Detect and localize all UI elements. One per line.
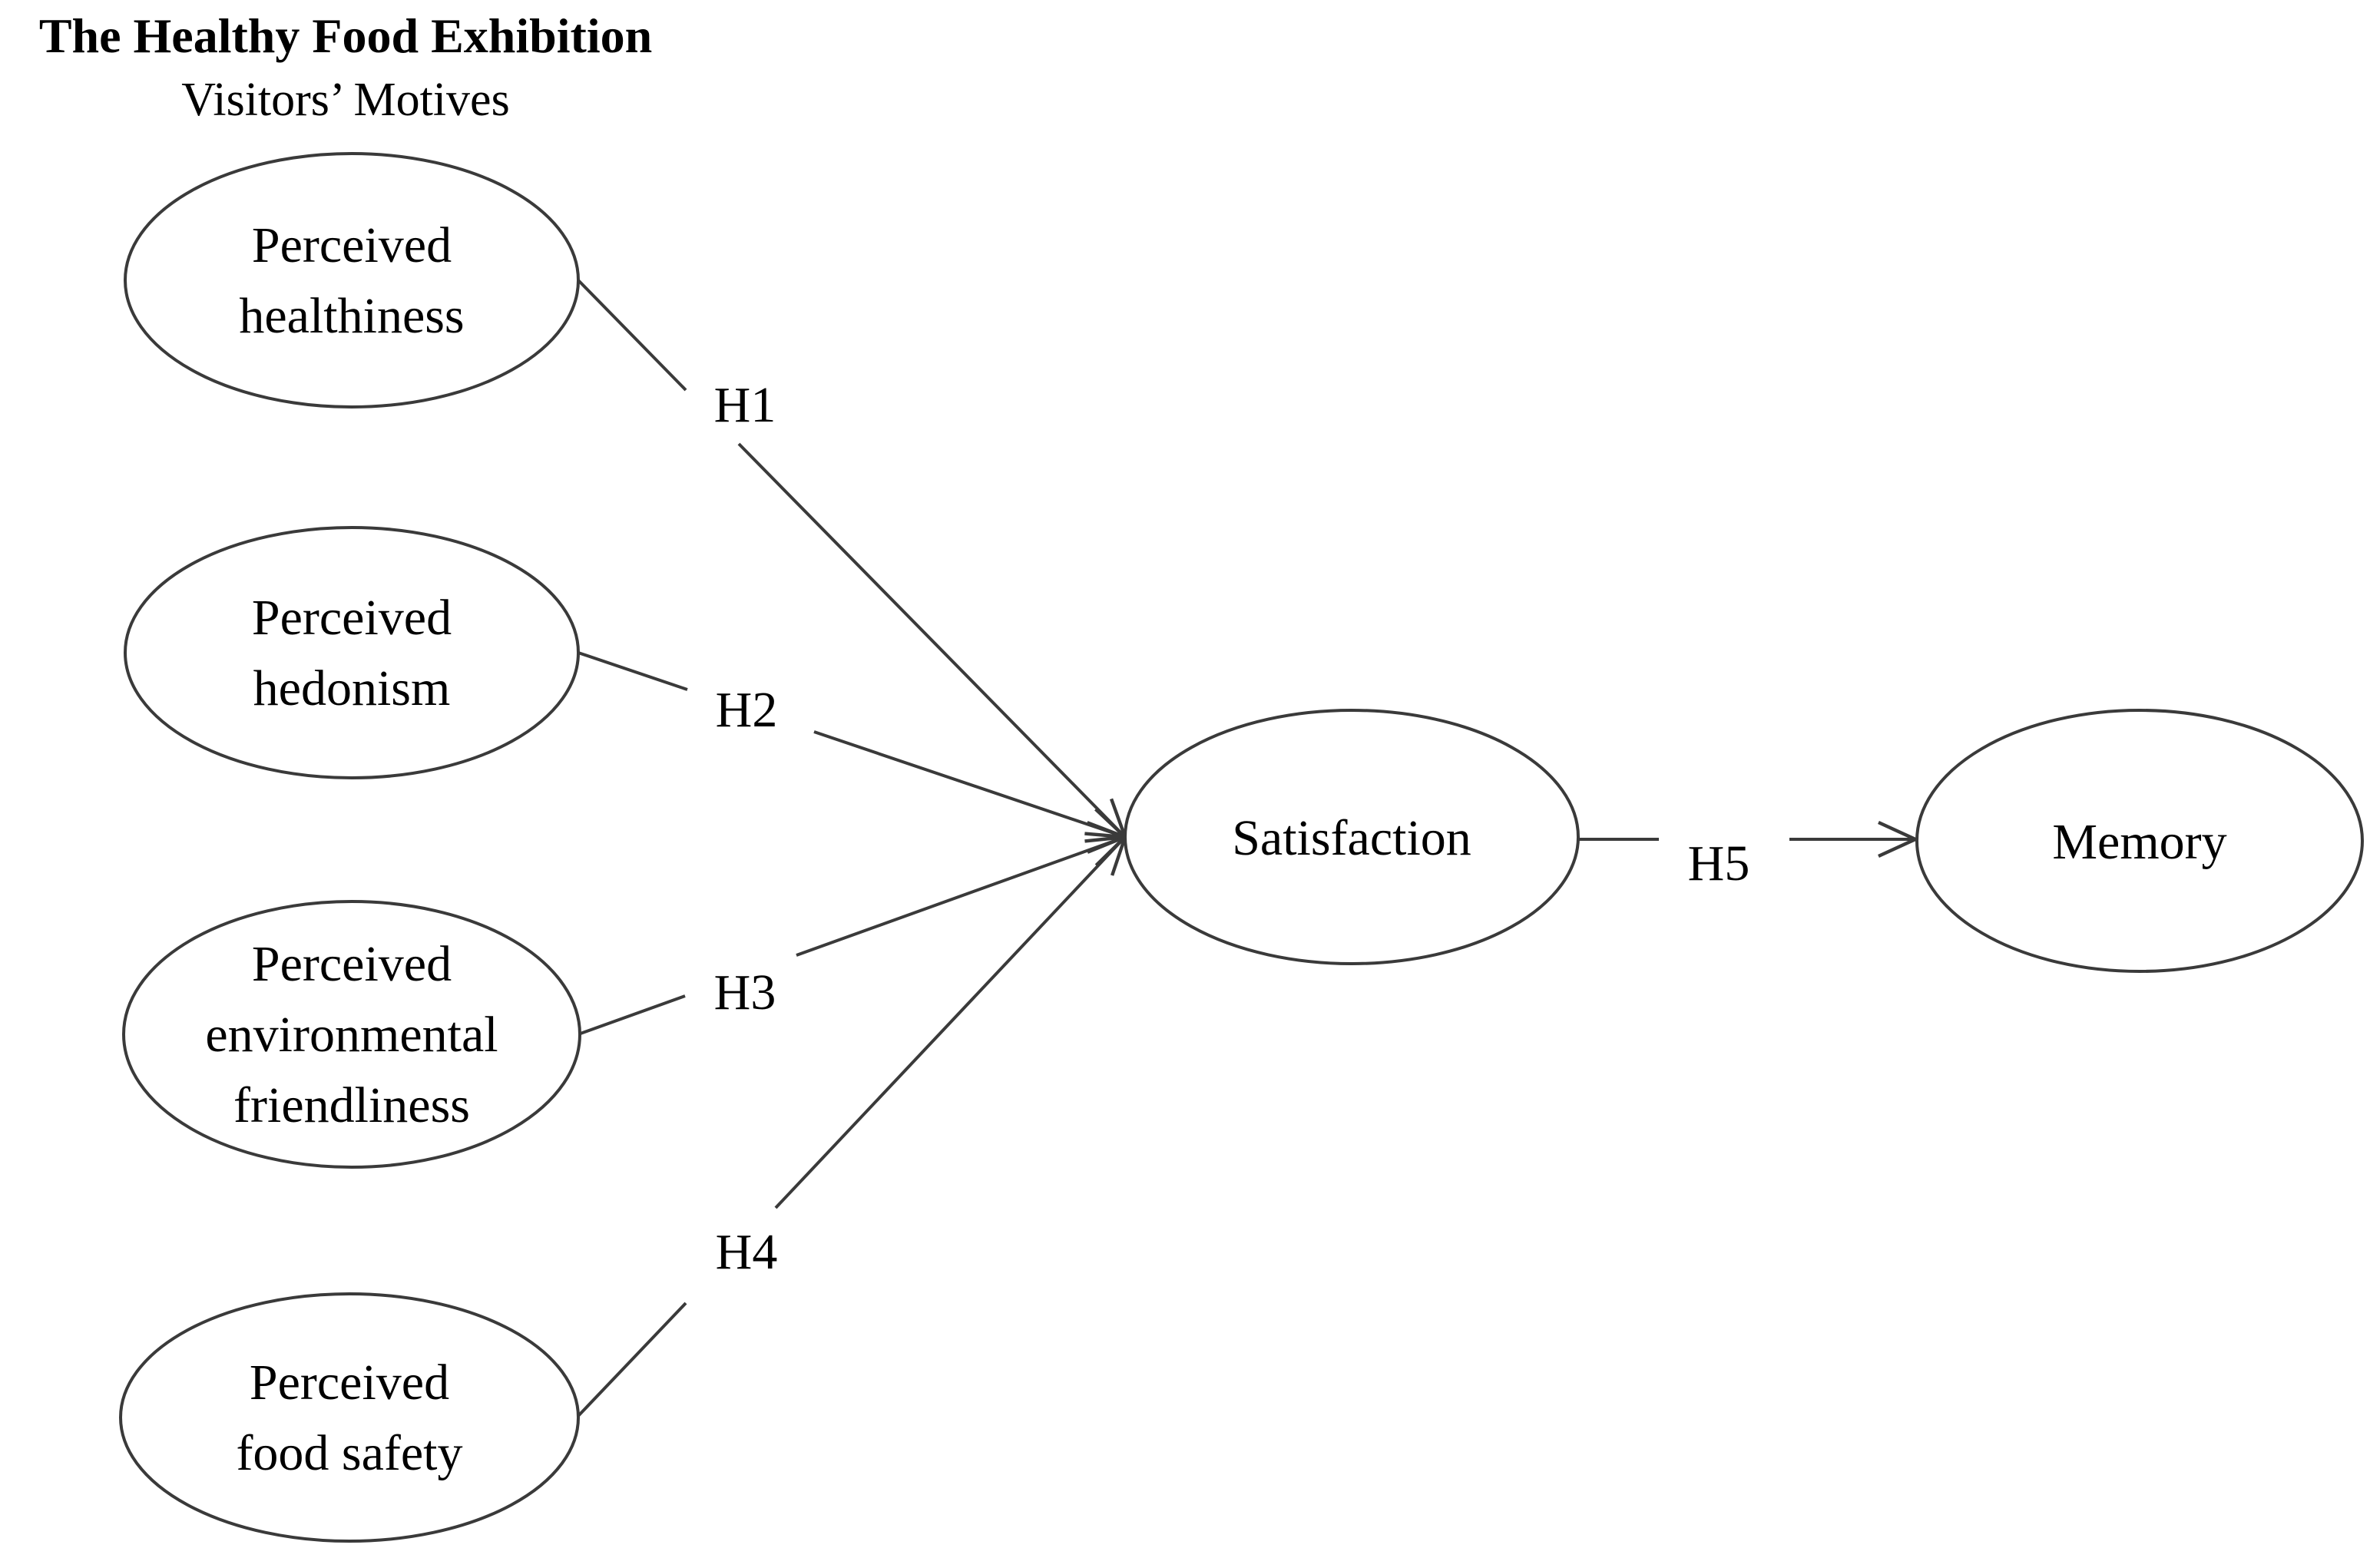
node-perceived-environmental-friendliness-ellipse: [122, 900, 581, 1169]
edge-h2-label: H2: [716, 682, 778, 738]
edge-h4-segment-b: [774, 837, 1125, 1209]
node-perceived-food-safety-ellipse: [119, 1292, 580, 1543]
edge-h3-segment-b: [796, 837, 1125, 957]
edge-h1-label: H1: [714, 377, 776, 433]
node-satisfaction: Satisfaction: [1124, 709, 1580, 965]
edge-h5-label: H5: [1688, 835, 1750, 892]
node-satisfaction-label: Satisfaction: [1232, 810, 1471, 866]
edge-h4-segment-a: [575, 1302, 687, 1419]
diagram-title: The Healthy Food Exhibition: [39, 8, 652, 63]
node-perceived-hedonism-ellipse: [124, 526, 580, 779]
edge-h3: H3: [578, 837, 1125, 1036]
edge-h4-label: H4: [716, 1224, 778, 1280]
edge-h5: H5: [1578, 835, 1915, 892]
edge-h4: H4: [575, 837, 1125, 1419]
edge-h3-segment-a: [578, 994, 686, 1036]
edge-h3-label: H3: [714, 964, 776, 1021]
node-memory-label: Memory: [2052, 814, 2226, 870]
diagram-subtitle: Visitors’ Motives: [181, 74, 509, 126]
edge-h2-segment-a: [578, 651, 688, 691]
edge-h1: H1: [577, 279, 1125, 837]
edge-h1-segment-b: [737, 442, 1125, 837]
node-perceived-healthiness-ellipse: [124, 152, 580, 409]
edge-h2-segment-b: [813, 730, 1125, 837]
node-satisfaction-ellipse: [1124, 709, 1580, 965]
node-memory-ellipse: [1915, 709, 2364, 973]
edge-h1-segment-a: [577, 279, 687, 392]
edge-h2: H2: [578, 651, 1125, 837]
node-memory: Memory: [1915, 709, 2364, 973]
